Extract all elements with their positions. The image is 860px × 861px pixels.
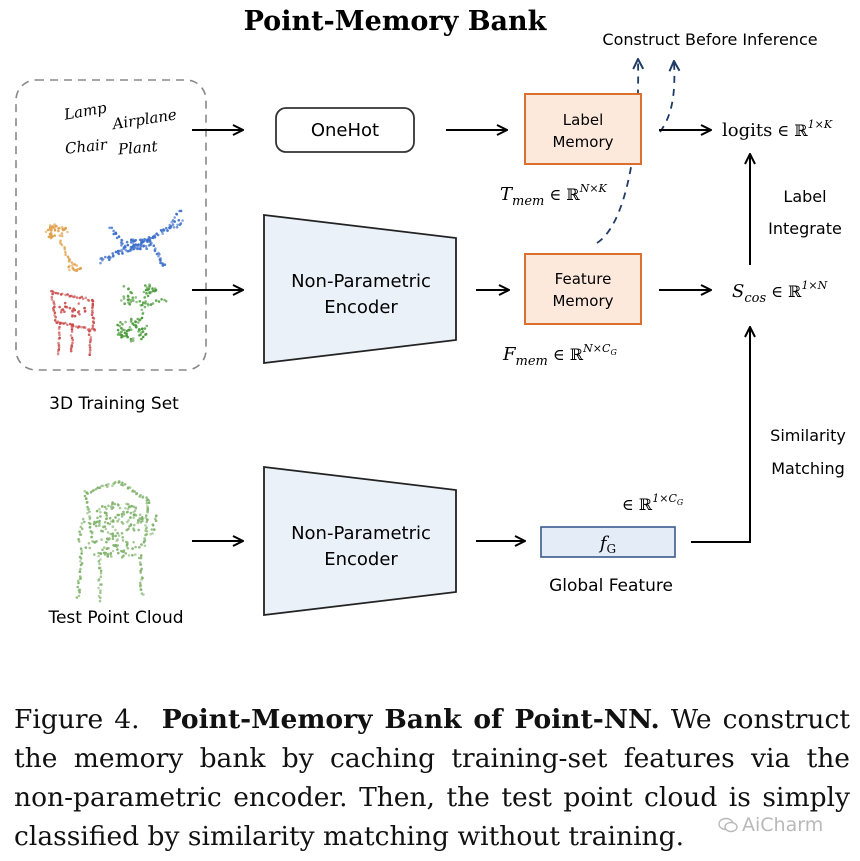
- similarity-matching-line1: Similarity: [770, 426, 846, 445]
- similarity-matching-line2: Matching: [771, 459, 845, 478]
- onehot-label: OneHot: [311, 120, 379, 141]
- training-encoder-line1: Non-Parametric: [291, 271, 431, 292]
- caption-rest: We construct the memory bank by caching …: [14, 704, 850, 852]
- test-encoder-line1: Non-Parametric: [291, 523, 431, 544]
- feature-memory-line1: Feature: [555, 270, 612, 288]
- feature-memory-line2: Memory: [552, 292, 613, 310]
- label-integrate-line1: Label: [783, 187, 826, 206]
- training-encoder-line2: Encoder: [324, 297, 398, 318]
- training-encoder-trapezoid: [263, 213, 457, 365]
- global-feature-caption: Global Feature: [549, 576, 673, 596]
- s-cos-label: Scos ∈ ℝ1×N: [732, 279, 828, 306]
- training-word-plant: Plant: [116, 137, 159, 159]
- global-dim-label: ∈ ℝ1×CG: [622, 492, 684, 514]
- caption-bold: Point-Memory Bank of Point-NN.: [161, 704, 660, 735]
- chair-point-cloud-icon: [50, 289, 97, 357]
- arrow-global-feature-to-scos: [691, 328, 750, 543]
- test-point-cloud-caption: Test Point Cloud: [47, 608, 183, 628]
- onehot-box: [275, 107, 415, 153]
- training-word-lamp: Lamp: [62, 98, 109, 123]
- training-word-chair: Chair: [64, 135, 109, 157]
- figure-caption: Figure 4. Point-Memory Bank of Point-NN.…: [14, 700, 850, 856]
- test-chair-point-cloud-icon: [75, 480, 158, 603]
- training-set-box: [15, 79, 207, 371]
- test-encoder-trapezoid: [263, 465, 457, 617]
- construct-dashed-arrow-right: [659, 62, 674, 133]
- feature-memory-box: [524, 253, 642, 325]
- airplane-point-cloud-icon: [99, 209, 184, 267]
- f-mem-label: Fmem ∈ ℝN×CG: [502, 342, 617, 369]
- label-integrate-line2: Integrate: [768, 219, 842, 238]
- construct-dashed-arrow-left: [596, 60, 638, 244]
- watermark: AiCharm: [718, 814, 823, 836]
- point-memory-bank-diagram: Point-Memory Bank Construct Before Infer…: [15, 6, 846, 628]
- global-feature-box: [540, 526, 676, 558]
- diagram-title: Point-Memory Bank: [244, 6, 548, 37]
- watermark-text: AiCharm: [742, 814, 824, 836]
- caption-prefix: Figure 4.: [14, 704, 140, 735]
- training-set-caption: 3D Training Set: [49, 394, 179, 414]
- t-mem-label: Tmem ∈ ℝN×K: [500, 182, 608, 209]
- training-word-airplane: Airplane: [109, 105, 178, 133]
- logits-label: logits ∈ ℝ1×K: [722, 118, 833, 141]
- lamp-point-cloud-icon: [44, 223, 82, 273]
- label-memory-line2: Memory: [552, 133, 613, 151]
- wechat-icon: [718, 817, 738, 833]
- construct-before-inference-label: Construct Before Inference: [602, 30, 817, 49]
- label-memory-box: [524, 93, 642, 165]
- test-encoder-line2: Encoder: [324, 549, 398, 570]
- plant-point-cloud-icon: [116, 283, 168, 343]
- label-memory-line1: Label: [563, 111, 603, 129]
